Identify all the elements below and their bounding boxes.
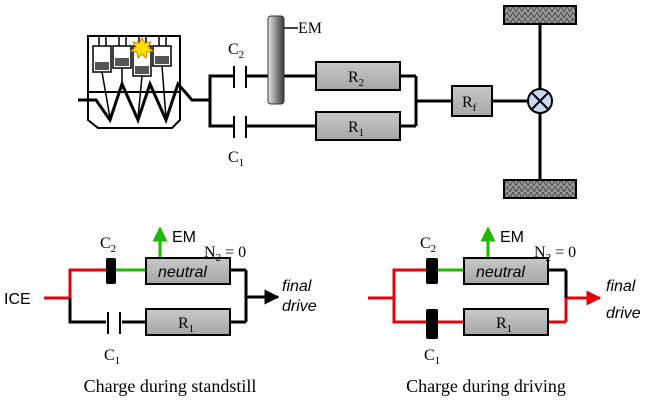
standstill-clutch-c1	[107, 312, 121, 334]
driving-em-label: EM	[500, 229, 524, 246]
standstill-clutch-c2	[106, 258, 116, 284]
driving-drive-label: drive	[606, 305, 641, 322]
top-em-disc	[267, 15, 285, 105]
top-c2-label: C2	[228, 41, 244, 61]
spark-icon	[129, 37, 155, 60]
driving-clutch-c2	[426, 258, 438, 284]
driving-diagram	[368, 226, 602, 339]
ice-label: ICE	[4, 291, 31, 308]
differential-icon	[527, 88, 553, 114]
top-r1-box: R1	[315, 111, 401, 141]
driving-final-label: final	[606, 278, 636, 295]
standstill-em-label: EM	[172, 229, 196, 246]
svg-text:R2: R2	[348, 69, 364, 89]
standstill-drive-label: drive	[282, 298, 317, 315]
top-clutch-c1	[233, 116, 247, 138]
svg-text:Rf: Rf	[462, 94, 477, 114]
top-clutch-c2	[233, 66, 247, 88]
top-c1-label: C1	[228, 149, 244, 169]
standstill-n2-label: N2 = 0	[204, 244, 246, 264]
standstill-c2-label: C2	[100, 235, 116, 255]
standstill-neutral-label: neutral	[158, 264, 207, 281]
driving-r1-label: R1	[496, 315, 512, 335]
standstill-diagram	[44, 226, 280, 336]
standstill-final-label: final	[282, 278, 312, 295]
driving-caption: Charge during driving	[406, 376, 566, 396]
engine-icon	[78, 35, 200, 129]
driving-n2-label: N2 = 0	[534, 244, 576, 264]
svg-text:R1: R1	[348, 119, 364, 139]
standstill-c1-label: C1	[104, 347, 120, 367]
driving-clutch-c1	[426, 309, 438, 339]
driving-neutral-label: neutral	[476, 264, 525, 281]
wheel-bottom-icon	[503, 179, 577, 199]
top-rf-box: Rf	[451, 85, 493, 117]
standstill-r1-label: R1	[178, 315, 194, 335]
wheel-top-icon	[503, 5, 577, 25]
standstill-caption: Charge during standstill	[84, 376, 257, 396]
top-r2-box: R2	[315, 61, 401, 91]
top-em-label: EM	[298, 20, 322, 37]
driving-c1-label: C1	[424, 347, 440, 367]
driving-c2-label: C2	[420, 235, 436, 255]
